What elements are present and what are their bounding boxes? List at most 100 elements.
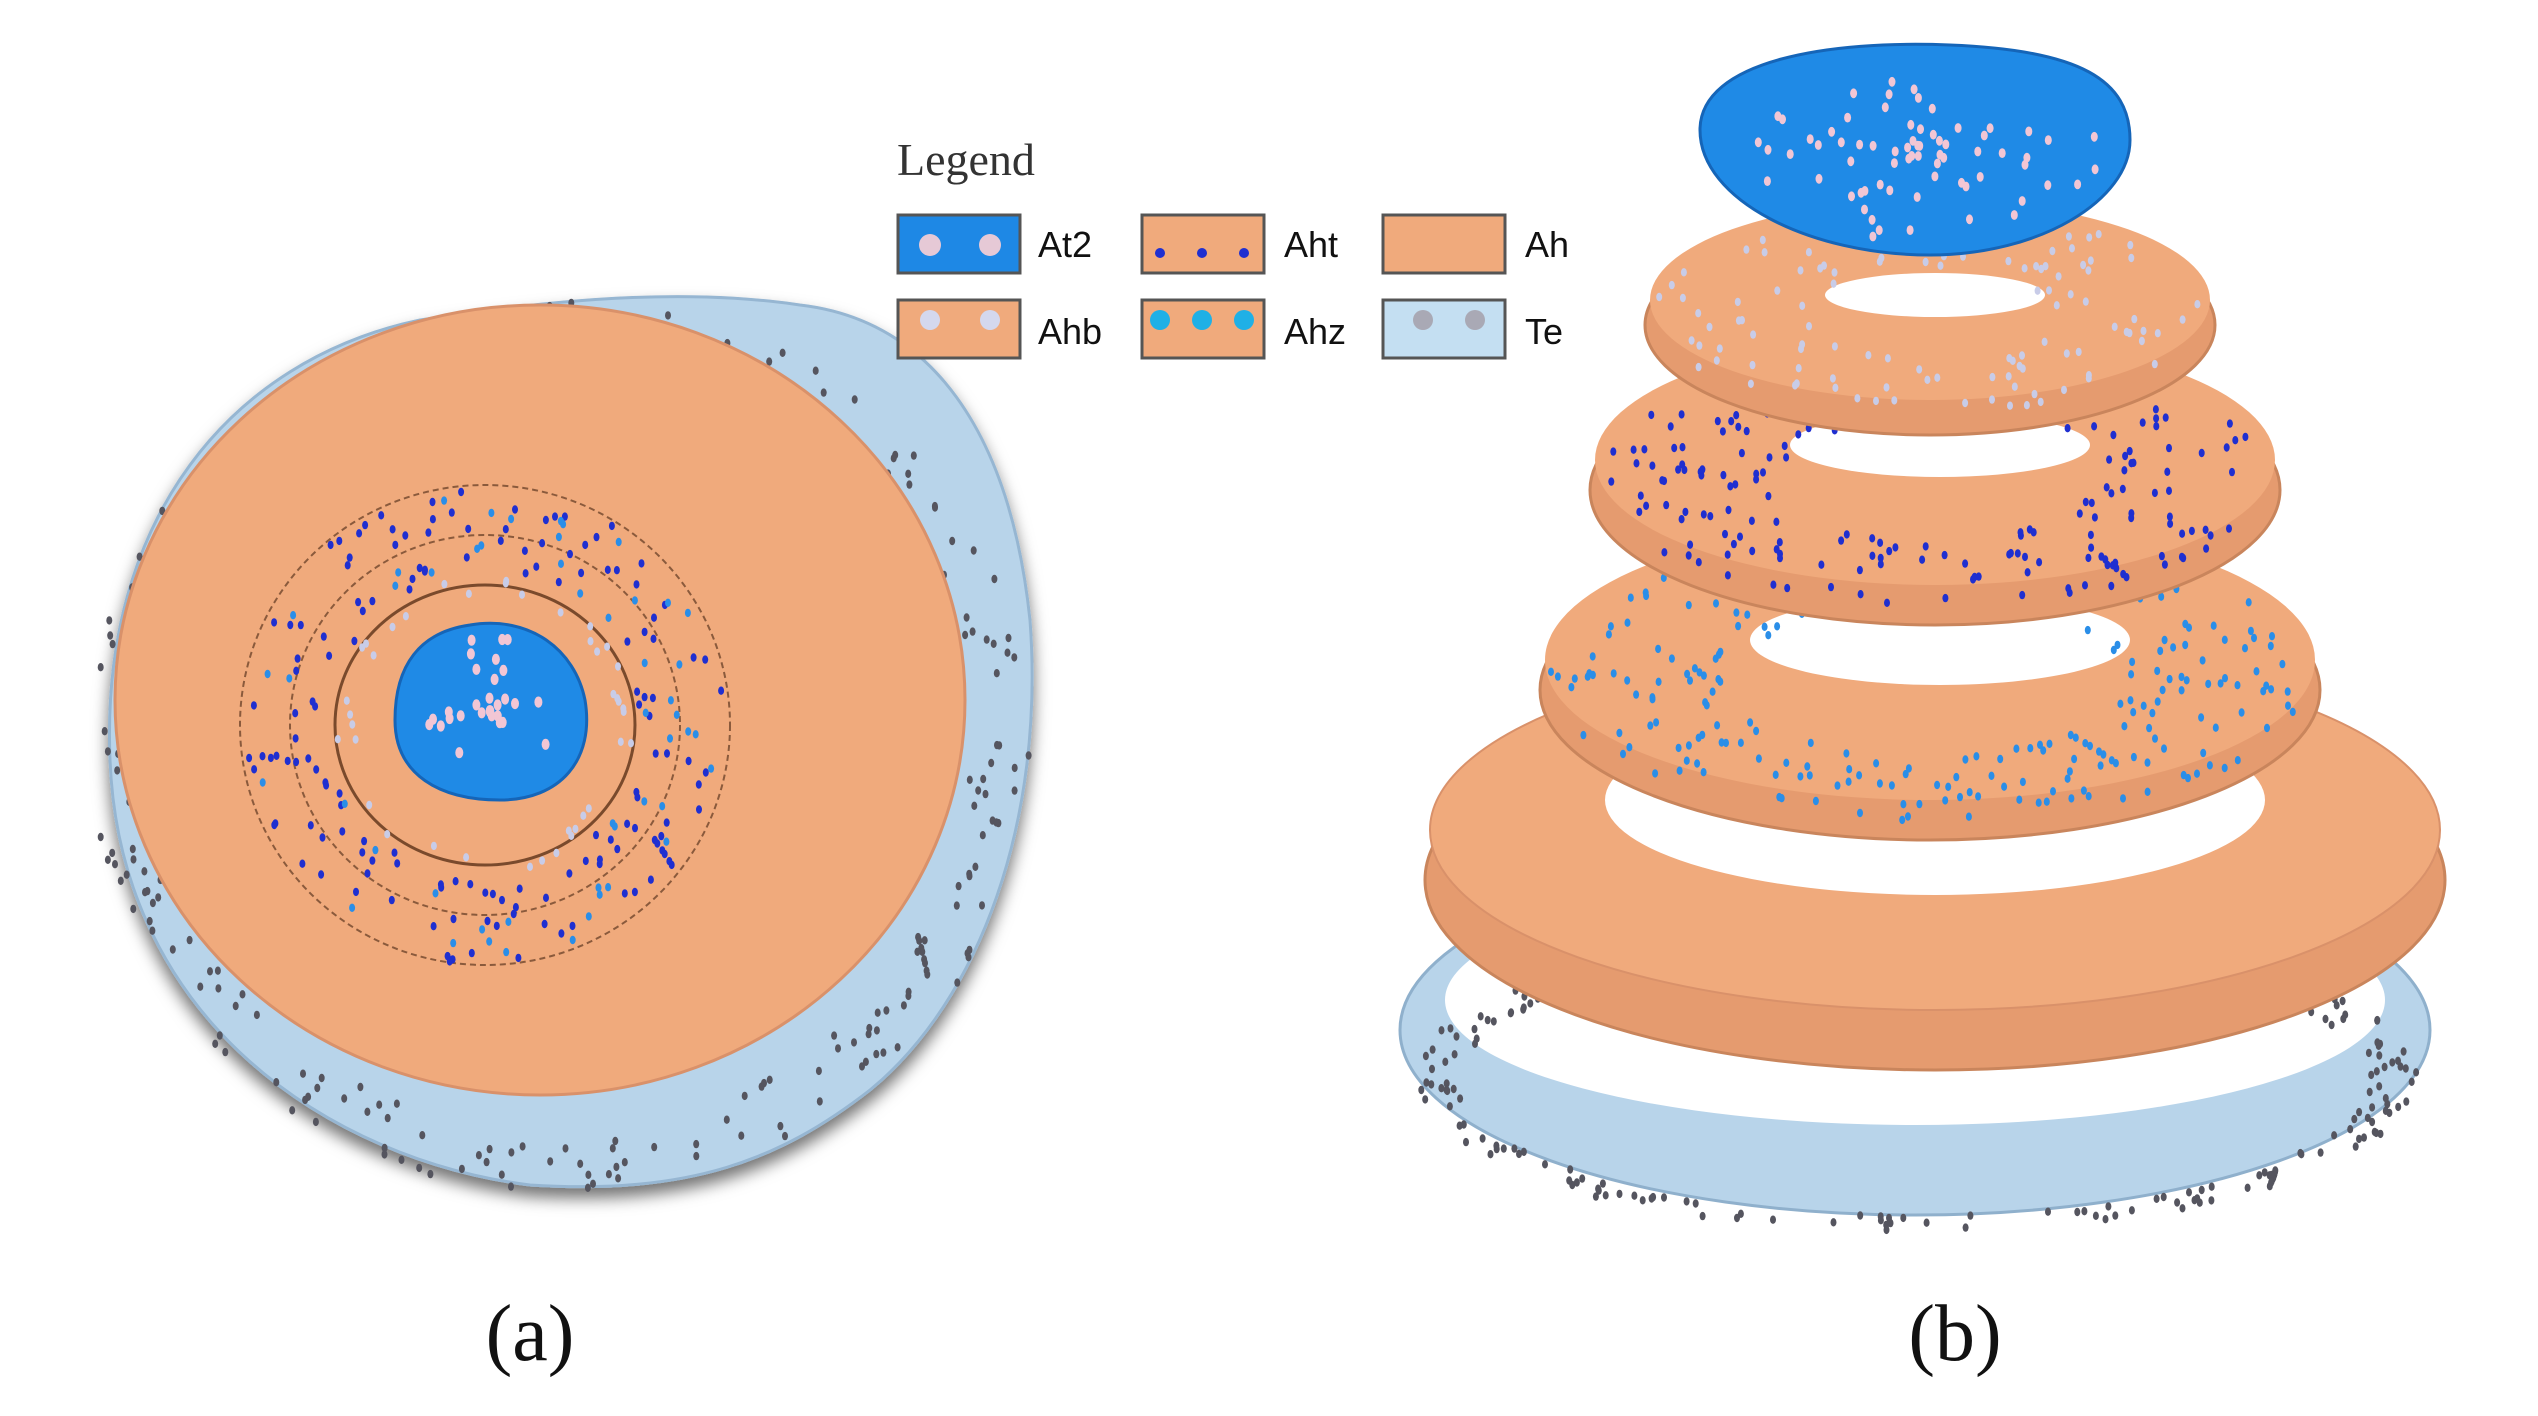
aht-dot	[267, 753, 274, 763]
aht-dot	[718, 686, 725, 695]
ahz-dot	[2154, 666, 2161, 676]
ahb-dot	[2063, 349, 2070, 358]
aht-dot	[465, 524, 472, 534]
te-dot	[1011, 653, 1018, 662]
ahb-dot	[527, 862, 533, 871]
at2-dot	[2025, 126, 2033, 137]
at2-dot	[1885, 89, 1893, 100]
te-dot	[2368, 1070, 2375, 1080]
ahz-dot	[2149, 708, 2156, 718]
ahz-dot	[2087, 741, 2093, 751]
ahz-dot	[1934, 780, 1941, 790]
aht-dot	[2024, 568, 2031, 577]
aht-dot	[2076, 509, 2083, 518]
ahz-dot	[2144, 787, 2151, 796]
te-dot	[384, 1113, 391, 1123]
aht-dot	[2128, 513, 2135, 523]
te-dot	[1648, 1194, 1655, 1203]
ahz-dot	[441, 496, 448, 505]
ahz-dot	[1772, 770, 1779, 779]
ahz-dot	[1900, 800, 1907, 809]
caption-a: (a)	[486, 1290, 575, 1378]
legend-label-te: Te	[1525, 311, 1563, 352]
aht-dot	[2164, 467, 2171, 476]
te-dot	[216, 1031, 223, 1040]
ahb-dot	[1716, 344, 1723, 353]
ahb-dot	[1883, 383, 1890, 392]
te-dot	[141, 867, 148, 876]
ahb-dot	[1829, 374, 1836, 383]
ahb-dot	[389, 622, 396, 632]
te-dot	[982, 789, 989, 799]
ahb-dot	[1806, 322, 1812, 331]
te-dot	[104, 747, 111, 756]
aht-dot	[2110, 430, 2117, 440]
aht-dot	[2226, 524, 2232, 533]
te-dot	[312, 1117, 319, 1127]
aht-dot	[2017, 528, 2024, 537]
at2-dot	[485, 692, 494, 704]
te-dot	[585, 1170, 592, 1180]
ahb-dot	[1878, 253, 1885, 263]
ahb-dot	[617, 737, 624, 746]
te-dot	[914, 947, 921, 956]
te-dot	[2389, 1058, 2396, 1067]
te-dot	[2377, 1039, 2384, 1049]
at2-dot	[1806, 134, 1814, 145]
ahb-dot	[2046, 286, 2052, 295]
te-dot	[873, 1049, 880, 1059]
aht-dot	[1869, 551, 1876, 560]
aht-dot	[1773, 517, 1780, 526]
aht-dot	[632, 823, 638, 833]
aht-dot	[438, 883, 445, 892]
te-dot	[253, 1010, 260, 1020]
at2-dot	[541, 738, 550, 750]
aht-dot	[484, 916, 491, 926]
te-dot	[1857, 1211, 1864, 1220]
at2-dot	[1913, 192, 1921, 202]
ahz-dot	[641, 797, 648, 806]
ahb-dot	[384, 830, 391, 839]
ahz-dot	[596, 890, 603, 899]
legend-swatch-aht	[1140, 213, 1266, 275]
te-dot	[1422, 1051, 1429, 1061]
ahb-dot	[1830, 279, 1837, 288]
ahb-dot	[1989, 372, 1996, 382]
ahb-dot	[1680, 268, 1687, 277]
at2-dot	[1876, 179, 1884, 190]
te-dot	[883, 1006, 890, 1015]
aht-dot	[450, 914, 457, 924]
aht-dot	[649, 693, 656, 703]
ahz-dot	[1843, 749, 1850, 758]
ahb-dot	[1799, 340, 1806, 349]
te-dot	[155, 893, 162, 902]
at2-dot	[436, 720, 445, 732]
at2-dot	[511, 698, 519, 710]
te-dot	[979, 901, 985, 910]
te-dot	[2376, 1082, 2383, 1091]
aht-dot	[482, 888, 489, 897]
te-dot	[975, 786, 982, 795]
te-dot	[97, 832, 104, 842]
ahz-dot	[2161, 744, 2167, 753]
ahz-dot	[2268, 685, 2275, 694]
te-dot	[1443, 1079, 1450, 1088]
te-dot	[2395, 1102, 2402, 1112]
ahb-dot	[2005, 372, 2012, 381]
ahz-dot	[2178, 686, 2185, 695]
aht-dot	[336, 789, 343, 798]
ahz-dot	[1548, 667, 1554, 676]
aht-dot	[1720, 470, 1727, 480]
aht-dot	[664, 749, 670, 758]
aht-dot	[378, 511, 385, 520]
ahb-dot	[1884, 354, 1891, 363]
te-dot	[1883, 1225, 1890, 1235]
te-dot	[142, 888, 148, 897]
ahz-dot	[2217, 679, 2224, 688]
ahz-dot	[1633, 690, 1640, 699]
te-dot	[2365, 1048, 2372, 1058]
ahz-dot	[2185, 773, 2191, 783]
aht-dot	[515, 953, 522, 963]
te-dot	[1511, 1144, 1518, 1153]
at2-dot	[534, 696, 543, 708]
